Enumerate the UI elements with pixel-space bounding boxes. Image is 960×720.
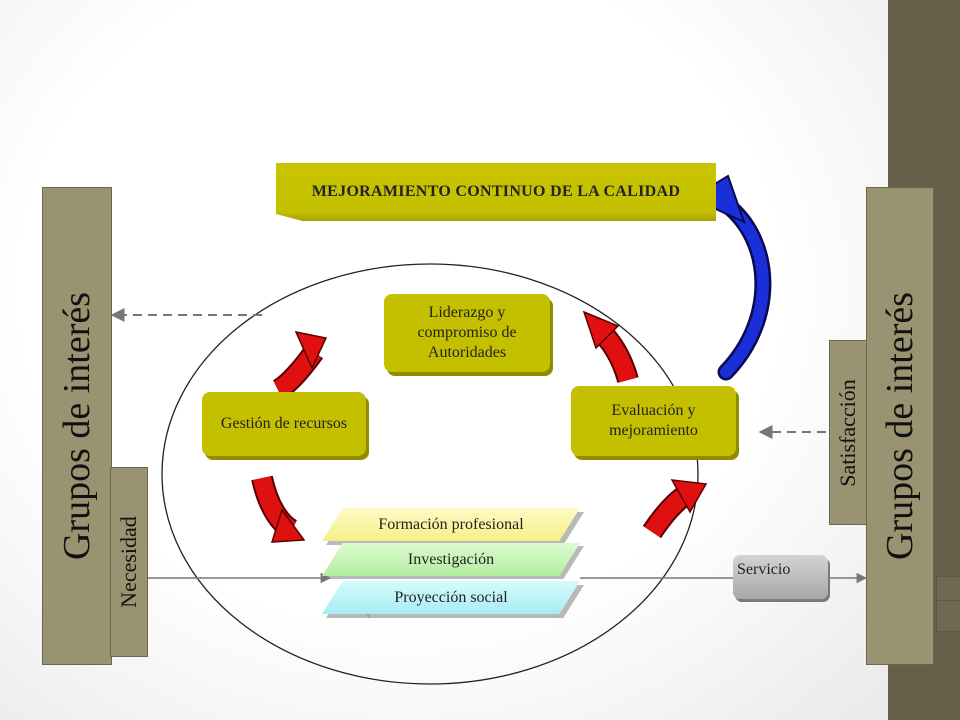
process-ribbon-investigacion: Investigación: [322, 543, 580, 576]
leadership-label: Liderazgo y compromiso de Autoridades: [417, 304, 517, 361]
leadership-box: Liderazgo y compromiso de Autoridades: [384, 294, 550, 372]
left-stakeholder-bar: Grupos de interés: [42, 187, 112, 665]
service-label: Servicio: [737, 561, 791, 578]
red-arrow-top-left: [272, 330, 328, 400]
red-arrow-right-top: [582, 310, 639, 384]
process-label: Formación profesional: [378, 515, 524, 533]
title-text: MEJORAMIENTO CONTINUO DE LA CALIDAD: [311, 182, 681, 200]
need-label: Necesidad: [116, 516, 141, 608]
title-banner: MEJORAMIENTO CONTINUO DE LA CALIDAD: [276, 163, 716, 221]
evaluation-box: Evaluación y mejoramiento: [571, 386, 736, 456]
red-arrow-bottom-right: [642, 479, 708, 539]
left-stakeholder-label: Grupos de interés: [56, 291, 98, 561]
resources-label: Gestión de recursos: [220, 415, 348, 432]
left-need-bar: Necesidad: [110, 467, 148, 657]
process-ellipse: [161, 263, 699, 685]
resources-box: Gestión de recursos: [202, 392, 366, 456]
decorative-square: [936, 600, 960, 632]
decorative-square: [936, 576, 960, 602]
process-label: Investigación: [407, 550, 495, 568]
satisfaction-label: Satisfacción: [835, 378, 860, 487]
process-ribbon-proyeccion: Proyección social: [322, 581, 580, 614]
process-label: Proyección social: [394, 588, 508, 606]
right-satisfaction-bar: Satisfacción: [829, 340, 867, 525]
red-arrow-left-bottom: [251, 475, 306, 543]
service-box: Servicio: [733, 555, 828, 599]
right-stakeholder-bar: Grupos de interés: [866, 187, 934, 665]
process-ribbon-formacion: Formación profesional: [322, 508, 580, 541]
evaluation-label: Evaluación y mejoramiento: [609, 402, 698, 439]
right-stakeholder-label: Grupos de interés: [879, 291, 921, 561]
